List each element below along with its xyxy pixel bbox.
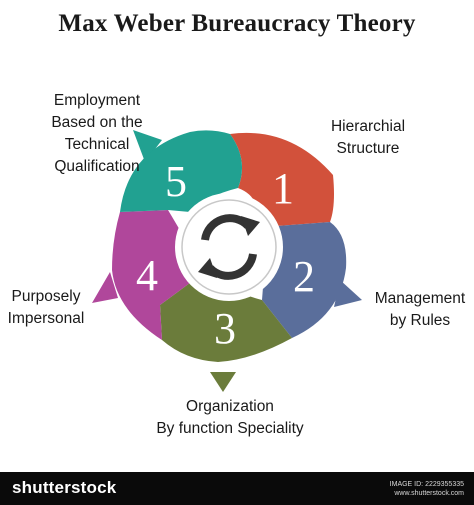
segment-label-3: Organization By function Speciality (156, 398, 304, 437)
segment-pointer-3 (210, 372, 236, 392)
segment-pointer-4 (92, 272, 118, 303)
segment-number-5: 5 (165, 157, 187, 206)
segment-label-4: Purposely Impersonal (7, 288, 85, 327)
stock-footer: shutterstock IMAGE ID: 2229355335 www.sh… (0, 472, 474, 505)
segment-label-2: Management by Rules (374, 290, 466, 329)
footer-image-id: IMAGE ID: 2229355335 www.shutterstock.co… (389, 481, 464, 497)
segment-number-4: 4 (136, 251, 158, 300)
page-title: Max Weber Bureaucracy Theory (58, 10, 416, 37)
segment-label-1: Hierarchial Structure (330, 118, 406, 157)
segment-3-wedge (160, 276, 292, 362)
segment-number-1: 1 (272, 164, 294, 213)
segment-number-2: 2 (293, 252, 315, 301)
footer-logo[interactable]: shutterstock (12, 478, 117, 497)
segment-label-5: Employment Based on the Technical Qualif… (51, 92, 143, 175)
refresh-cycle-icon (198, 214, 260, 280)
segment-number-3: 3 (214, 304, 236, 353)
segment-2-wedge (262, 222, 347, 338)
center-ring (175, 193, 283, 301)
segment-pointer-1 (133, 130, 162, 162)
segment-5-wedge (120, 130, 243, 212)
center-ring-outline (181, 199, 277, 295)
